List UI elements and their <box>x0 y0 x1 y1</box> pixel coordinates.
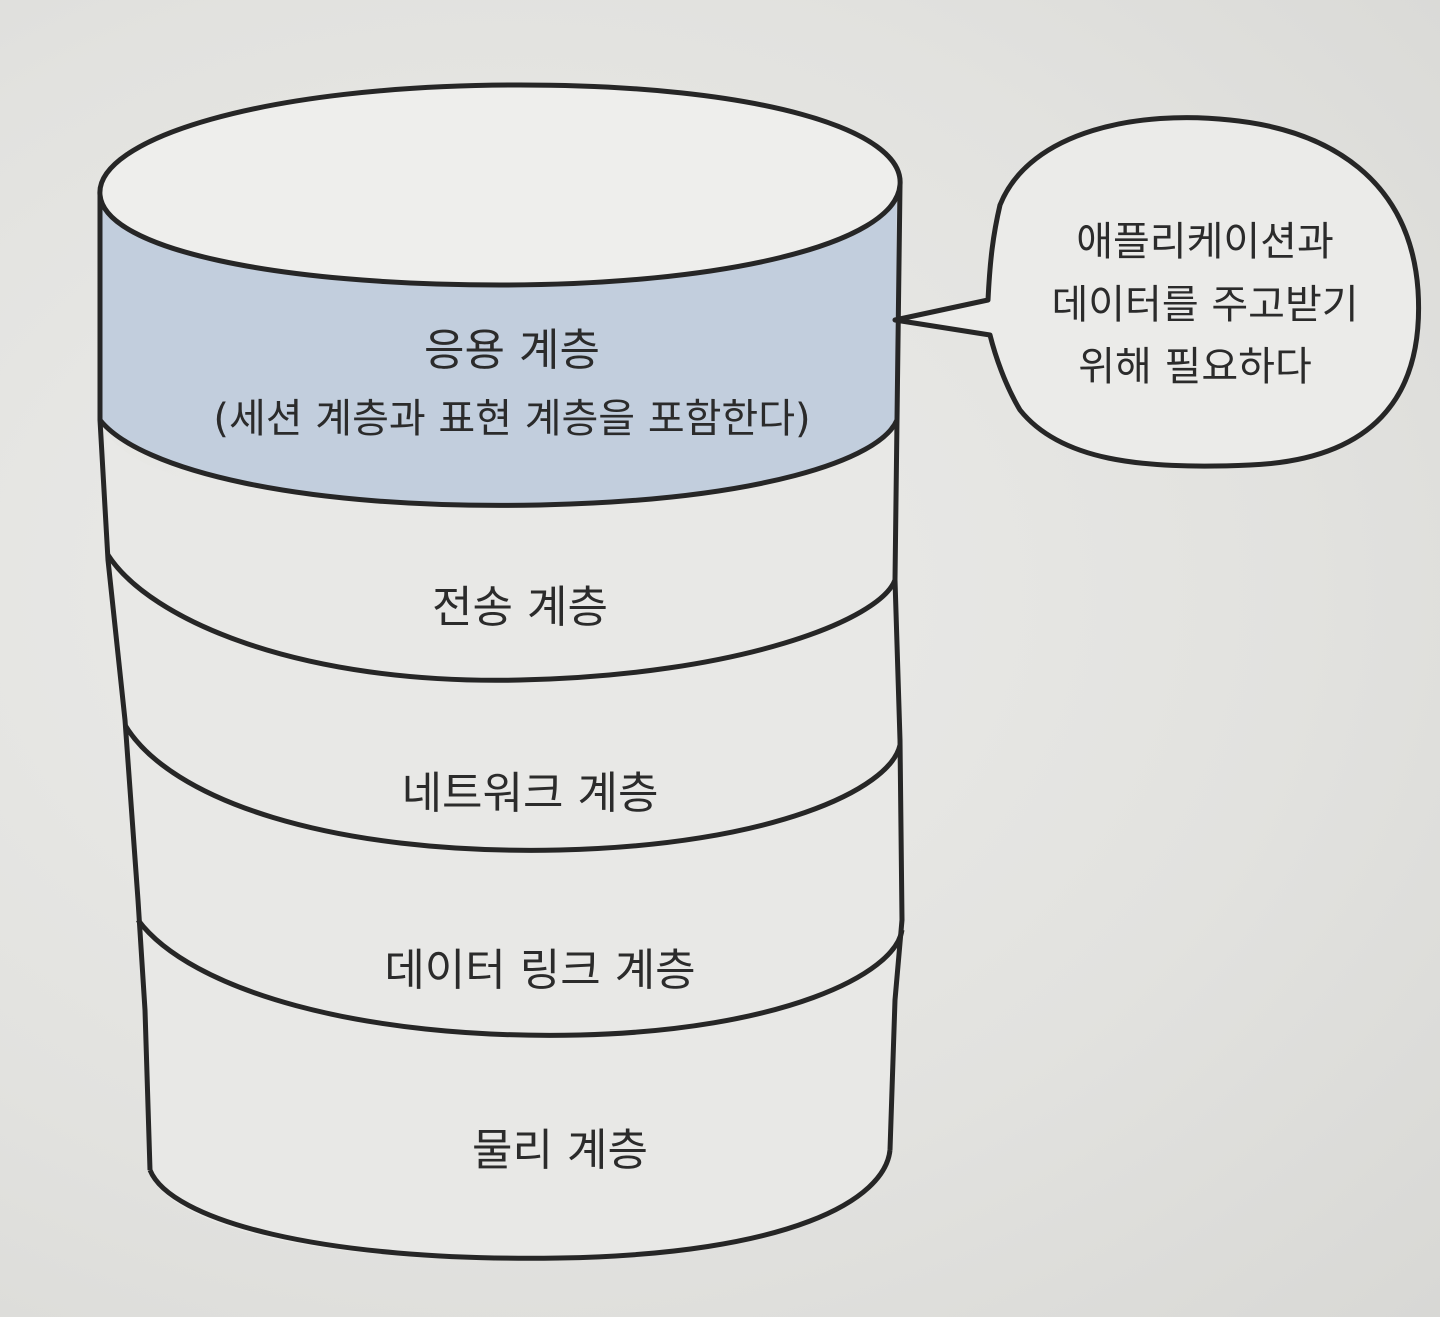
layer-divider-2 <box>105 553 898 683</box>
layer-divider-4 <box>135 918 905 1038</box>
cylinder-top <box>97 82 903 288</box>
callout-line-1: 애플리케이션과 <box>1076 219 1334 265</box>
layer-label-physical: 물리 계층 <box>472 1125 648 1176</box>
layer-sublabel-application: (세션 계층과 표현 계층을 포함한다) <box>213 396 810 442</box>
cylinder-body <box>100 210 900 1261</box>
layer-divider-3 <box>122 723 903 853</box>
callout-line-2: 데이터를 주고받기 <box>1051 282 1358 328</box>
layer-divider-1 <box>98 418 900 508</box>
cylinder-bottom <box>147 1149 893 1261</box>
layer-label-transport: 전송 계층 <box>432 582 608 633</box>
layer-label-datalink: 데이터 링크 계층 <box>384 945 695 996</box>
callout-bubble <box>892 115 1422 469</box>
callout-line-3: 위해 필요하다 <box>1078 344 1312 390</box>
layer-label-network: 네트워크 계층 <box>402 768 659 819</box>
layer-label-application: 응용 계층 <box>424 325 600 376</box>
